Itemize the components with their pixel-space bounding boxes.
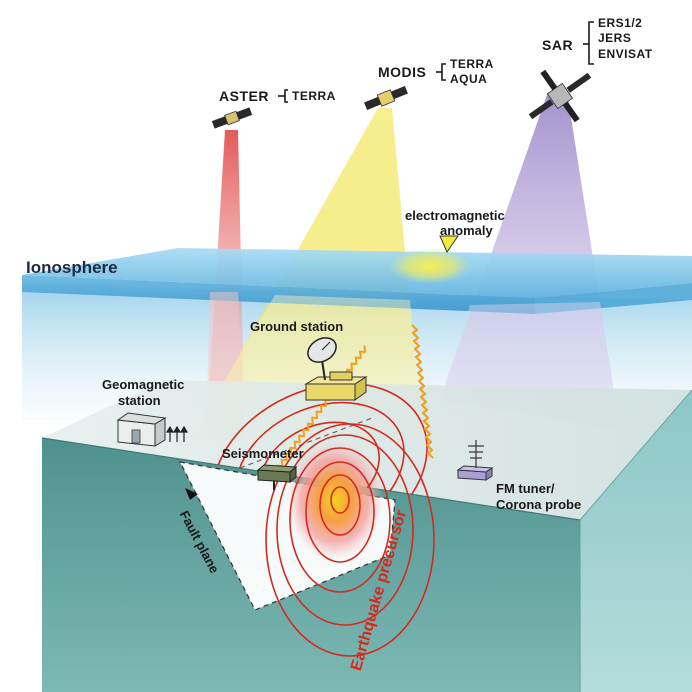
aster-satellite-icon (211, 107, 253, 129)
modis-mission-aqua: AQUA (450, 72, 488, 86)
geomagnetic-station-label-line2: station (118, 393, 161, 408)
fm-tuner-label-line2: Corona probe (496, 497, 582, 512)
modis-satellite-icon (364, 86, 408, 110)
em-anomaly-label-line2: anomaly (440, 223, 493, 238)
modis-mission-terra: TERRA (450, 57, 494, 71)
em-wave-paths (276, 324, 434, 473)
sar-mission-envisat: ENVISAT (598, 47, 653, 61)
sar-label: SAR (542, 37, 574, 53)
geomagnetic-station (116, 412, 189, 447)
geomagnetic-station-label-line1: Geomagnetic (102, 377, 185, 392)
sar-mission-jers: JERS (598, 31, 632, 45)
crust-side (580, 390, 692, 692)
sar-mission-ers: ERS1/2 (598, 16, 643, 30)
satellite-dish-icon (307, 337, 337, 381)
em-anomaly-label-line1: electromagnetic (405, 208, 505, 223)
ionosphere-layer (22, 248, 692, 314)
ionosphere-label: Ionosphere (26, 258, 118, 277)
seismometer (256, 464, 298, 490)
em-anomaly-spot (388, 248, 472, 284)
mission-brackets (278, 21, 594, 103)
modis-label: MODIS (378, 64, 427, 80)
ground-station (304, 337, 368, 401)
sar-satellite-icon (528, 69, 592, 123)
fm-tuner-probe (456, 440, 494, 481)
precursor-contours-front (265, 423, 435, 657)
anomaly-pointer-arrow (439, 235, 459, 254)
fm-tuner-label-line1: FM tuner/ (496, 481, 555, 496)
aster-label: ASTER (219, 88, 269, 104)
aster-mission-terra: TERRA (292, 89, 336, 103)
magnetic-field-arrows-icon (165, 425, 189, 442)
antenna-icon (468, 440, 484, 468)
crust-top (42, 380, 692, 520)
ground-station-label: Ground station (250, 319, 344, 334)
seismometer-label: Seismometer (222, 446, 304, 461)
